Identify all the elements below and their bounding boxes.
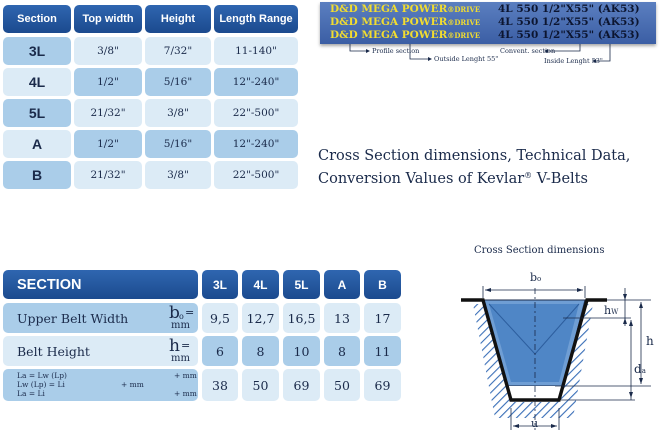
conversion-4l: 50	[242, 369, 279, 401]
conversion-b: 69	[364, 369, 401, 401]
marking-line-2: D&D MEGA POWER®DRIVE 4L 550 1/2"X55" (AK…	[330, 16, 640, 28]
top-row-a-length: 12"-240"	[214, 130, 298, 158]
top-row-4l-width: 1/2"	[74, 68, 142, 96]
label-profile-section: Profile section	[372, 47, 420, 55]
belt-height-b: 11	[364, 336, 401, 366]
bottom-header-5l: 5L	[283, 270, 320, 299]
label-outside-length: Outside Lenght 55"	[434, 55, 499, 63]
top-row-3l-length: 11-140"	[214, 37, 298, 65]
row-length-conversion-label: La = Lw (Lp) + mm Lw (Lp) = Li + mm La =…	[3, 369, 198, 401]
top-row-b-length: 22"-500"	[214, 161, 298, 189]
top-row-5l-section: 5L	[3, 99, 71, 127]
label-inside-length: Inside Lenght 53"	[544, 57, 603, 65]
top-row-4l-length: 12"-240"	[214, 68, 298, 96]
belt-height-a: 8	[324, 336, 360, 366]
bottom-header-section: SECTION	[3, 270, 198, 299]
conversion-5l: 69	[283, 369, 320, 401]
marking-leader-lines	[349, 44, 611, 63]
label-convent-section: Convent. section	[500, 47, 556, 55]
upper-width-4l: 12,7	[242, 303, 279, 333]
top-row-b-height: 3/8"	[145, 161, 211, 189]
top-row-4l-section: 4L	[3, 68, 71, 96]
dim-hw-label: hW	[604, 304, 619, 317]
top-header-length-range: Length Range	[214, 5, 298, 33]
bottom-header-a: A	[324, 270, 360, 299]
dim-u-label: u	[531, 417, 539, 430]
bottom-header-3l: 3L	[202, 270, 238, 299]
cross-section-diagram	[461, 286, 651, 430]
top-row-a-width: 1/2"	[74, 130, 142, 158]
top-row-a-height: 5/16"	[145, 130, 211, 158]
top-header-top-width: Top width	[74, 5, 142, 33]
top-header-section: Section	[3, 5, 71, 33]
belt-height-3l: 6	[202, 336, 238, 366]
upper-width-3l: 9,5	[202, 303, 238, 333]
dim-bo-label: bo	[530, 271, 542, 284]
top-header-height: Height	[145, 5, 211, 33]
bottom-header-4l: 4L	[242, 270, 279, 299]
row-upper-belt-width-label: Upper Belt Width b o = mm	[3, 303, 198, 333]
diagram-title: Cross Section dimensions	[474, 245, 605, 256]
conversion-3l: 38	[202, 369, 238, 401]
top-row-b-width: 21/32"	[74, 161, 142, 189]
marking-line-3: D&D MEGA POWER®DRIVE 4L 550 1/2"X55" (AK…	[330, 29, 640, 41]
upper-width-b: 17	[364, 303, 401, 333]
dim-da-label: da	[634, 362, 646, 376]
marking-line-1: D&D MEGA POWER®DRIVE 4L 550 1/2"X55" (AK…	[330, 3, 640, 15]
caption-line-1: Cross Section dimensions, Technical Data…	[318, 148, 631, 164]
row-belt-height-label: Belt Height h = mm	[3, 336, 198, 366]
top-row-5l-length: 22"-500"	[214, 99, 298, 127]
dim-h-label: h	[646, 334, 654, 348]
top-row-5l-width: 21/32"	[74, 99, 142, 127]
top-row-a-section: A	[3, 130, 71, 158]
belt-height-4l: 8	[242, 336, 279, 366]
top-row-4l-height: 5/16"	[145, 68, 211, 96]
top-row-3l-section: 3L	[3, 37, 71, 65]
top-row-5l-height: 3/8"	[145, 99, 211, 127]
top-row-3l-width: 3/8"	[74, 37, 142, 65]
top-row-3l-height: 7/32"	[145, 37, 211, 65]
caption-line-2: Conversion Values of Kevlar® V-Belts	[318, 171, 588, 187]
upper-width-5l: 16,5	[283, 303, 320, 333]
belt-height-5l: 10	[283, 336, 320, 366]
top-row-b-section: B	[3, 161, 71, 189]
bottom-header-b: B	[364, 270, 401, 299]
conversion-a: 50	[324, 369, 360, 401]
upper-width-a: 13	[324, 303, 360, 333]
belt-marking-strip: D&D MEGA POWER®DRIVE 4L 550 1/2"X55" (AK…	[320, 2, 656, 44]
